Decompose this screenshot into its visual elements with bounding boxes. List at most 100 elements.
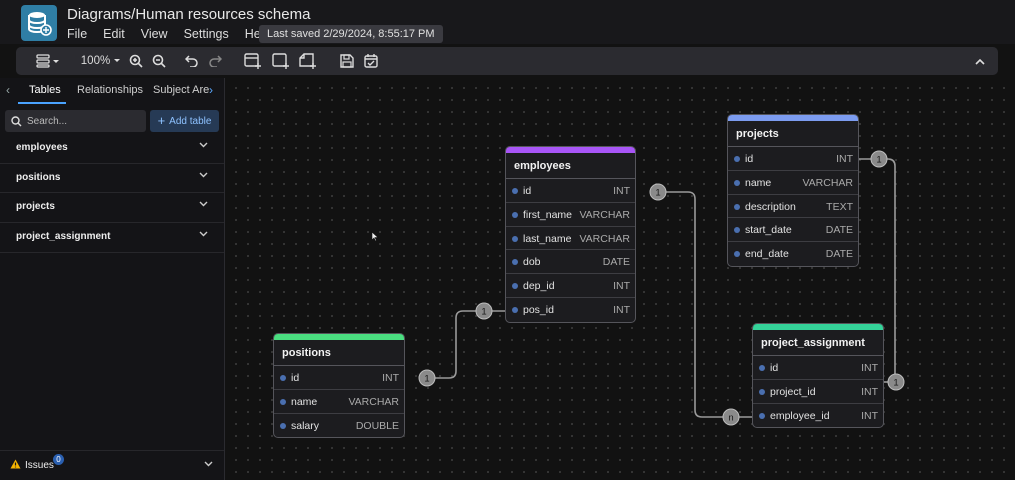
menu-bar: File Edit View Settings Help — [67, 27, 286, 41]
chevron-down-icon — [204, 461, 213, 467]
zoom-select[interactable]: 100% — [80, 51, 122, 71]
toolbar: 100% — [16, 47, 998, 75]
field-handle[interactable] — [734, 203, 740, 210]
table-list: employees positions projects project_ass… — [0, 134, 224, 253]
collapse-toolbar-button[interactable] — [972, 51, 988, 71]
menu-edit[interactable]: Edit — [103, 27, 125, 41]
field-handle[interactable] — [759, 388, 765, 395]
field-handle[interactable] — [280, 375, 286, 381]
diagram-title[interactable]: Diagrams/Human resources schema — [67, 6, 311, 23]
tabs-scroll-right-icon[interactable]: › — [209, 83, 213, 97]
add-table-tool-button[interactable] — [243, 51, 263, 71]
search-box[interactable] — [5, 110, 146, 132]
field-handle[interactable] — [512, 211, 518, 218]
field-handle[interactable] — [512, 259, 518, 266]
table-list-item-projects[interactable]: projects — [0, 193, 224, 224]
field-handle[interactable] — [512, 235, 518, 242]
field-handle[interactable] — [734, 156, 740, 162]
app-logo[interactable] — [21, 5, 57, 41]
table-name[interactable]: employees — [506, 153, 635, 179]
field-handle[interactable] — [280, 398, 286, 405]
menu-file[interactable]: File — [67, 27, 88, 41]
tab-tables[interactable]: Tables — [29, 84, 61, 96]
zoom-in-icon — [129, 54, 143, 68]
zoom-out-icon — [152, 54, 166, 68]
undo-button[interactable] — [184, 51, 200, 71]
layout-button[interactable] — [34, 51, 62, 71]
search-input[interactable] — [27, 115, 137, 127]
undo-icon — [185, 55, 198, 67]
todo-button[interactable] — [363, 51, 379, 71]
active-tab-indicator — [18, 102, 66, 104]
save-button[interactable] — [339, 51, 355, 71]
menu-settings[interactable]: Settings — [183, 27, 229, 41]
zoom-out-button[interactable] — [151, 51, 167, 71]
field-handle[interactable] — [734, 179, 740, 186]
table-name[interactable]: project_assignment — [753, 330, 883, 356]
add-note-icon — [299, 53, 316, 69]
field-handle[interactable] — [512, 283, 518, 290]
table-list-item-project-assignment[interactable]: project_assignment — [0, 223, 224, 253]
field-handle[interactable] — [759, 412, 765, 419]
field-handle[interactable] — [759, 365, 765, 371]
add-table-icon — [244, 53, 261, 69]
add-area-tool-button[interactable] — [271, 51, 291, 71]
table-list-item-positions[interactable]: positions — [0, 164, 224, 194]
table-color-bar — [728, 115, 858, 121]
zoom-level: 100% — [80, 55, 111, 67]
table-list-item-employees[interactable]: employees — [0, 134, 224, 164]
tab-subject-areas[interactable]: Subject Are — [153, 84, 210, 96]
tab-relationships[interactable]: Relationships — [77, 84, 144, 96]
redo-icon — [209, 55, 222, 67]
search-icon — [11, 115, 22, 126]
table-name[interactable]: projects — [728, 121, 858, 147]
add-area-icon — [272, 53, 289, 69]
sidebar: ‹ Tables Relationships Subject Are › + A… — [0, 78, 225, 480]
tabs-scroll-left-icon[interactable]: ‹ — [6, 83, 10, 97]
todo-icon — [364, 54, 378, 68]
table-color-bar — [274, 334, 404, 340]
menu-view[interactable]: View — [140, 27, 168, 41]
app-header: Diagrams/Human resources schema File Edi… — [0, 0, 1015, 44]
chevron-down-icon — [199, 172, 208, 178]
field-handle[interactable] — [734, 251, 740, 258]
issues-count-badge: 0 — [53, 454, 64, 465]
table-name[interactable]: positions — [274, 340, 404, 366]
caret-down-icon — [114, 59, 121, 62]
plus-icon: + — [157, 113, 166, 128]
field-handle[interactable] — [512, 306, 518, 313]
add-note-tool-button[interactable] — [298, 51, 318, 71]
database-logo-icon — [28, 12, 52, 36]
zoom-in-button[interactable] — [128, 51, 144, 71]
table-color-bar — [753, 324, 883, 330]
layout-icon — [36, 54, 59, 68]
field-handle[interactable] — [512, 188, 518, 194]
add-table-button[interactable]: + Add table — [150, 110, 219, 132]
redo-button[interactable] — [207, 51, 223, 71]
issues-panel[interactable]: Issues 0 — [0, 450, 224, 480]
field-handle[interactable] — [280, 422, 286, 429]
field-handle[interactable] — [734, 227, 740, 234]
issues-label: Issues — [25, 460, 54, 471]
